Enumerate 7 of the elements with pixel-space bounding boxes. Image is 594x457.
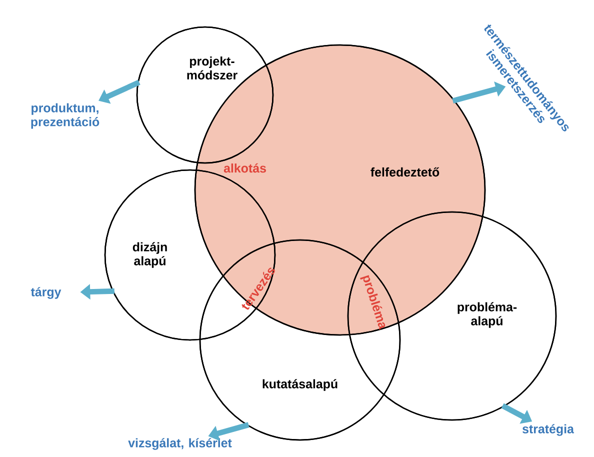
overlap-label: alkotás: [224, 163, 266, 173]
outcome-text: tárgy: [30, 287, 62, 299]
outcome-text: stratégia: [522, 424, 574, 436]
node-label: kutatásalapú: [262, 379, 338, 391]
outcome-text: produktum, prezentáció: [31, 103, 100, 129]
node-label: dizájn alapú: [132, 242, 167, 268]
outcome-text: vizsgálat, kísérlet: [128, 438, 232, 450]
